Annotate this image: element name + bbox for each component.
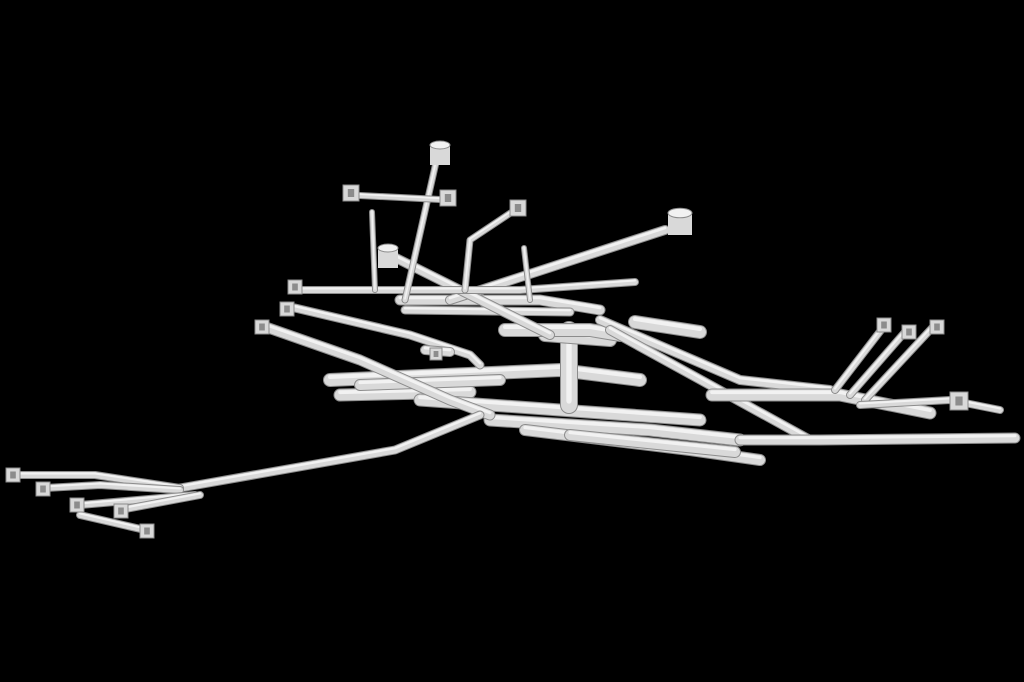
branch-w-4-highlight	[119, 492, 201, 510]
haulage-e	[735, 433, 1020, 445]
gallery-lower-2	[484, 414, 746, 446]
decline-e	[596, 316, 834, 394]
shaft-heads	[5, 140, 969, 539]
spur-top-2-highlight	[464, 207, 516, 290]
branch-w-2	[42, 482, 183, 493]
stub-2-highlight	[633, 317, 702, 331]
node-top-right	[509, 199, 527, 217]
node-left-3	[254, 319, 270, 335]
spur-ne-2-highlight	[849, 329, 906, 395]
haulage-w	[176, 411, 484, 492]
decline-w	[291, 304, 484, 369]
gallery-mid-2-highlight	[358, 375, 502, 385]
node-w-2	[35, 481, 51, 497]
decline-w2	[255, 320, 495, 420]
gallery-mid-1-highlight	[338, 387, 472, 395]
spur-ne-3	[862, 325, 935, 403]
node-left-2	[279, 301, 295, 317]
shaft-head-ne	[667, 207, 693, 235]
node-center-stub	[429, 347, 443, 361]
branch-w-5	[77, 512, 148, 533]
haulage-w-highlight	[178, 412, 482, 488]
gallery-mid-1	[334, 386, 476, 401]
spur-top	[347, 192, 453, 203]
vent-raise-2-highlight	[523, 246, 531, 300]
haulage-e2	[706, 389, 936, 419]
node-w-3	[69, 497, 85, 513]
spur-ne-1-highlight	[834, 322, 886, 390]
node-ne-2	[901, 324, 917, 340]
branch-w-3-highlight	[79, 492, 196, 505]
node-top-left	[342, 184, 360, 202]
decline-n	[386, 251, 554, 339]
node-w-4	[113, 503, 129, 519]
decline-w-highlight	[293, 305, 482, 365]
upper-deck-2	[401, 306, 574, 316]
node-w-1	[5, 467, 21, 483]
branch-w-5-highlight	[79, 512, 146, 530]
shaft-head-north	[429, 140, 451, 165]
decline-se	[606, 326, 814, 444]
gallery-lower-2-highlight	[488, 415, 742, 440]
haulage-e-highlight	[738, 434, 1017, 440]
spur-ne-3-highlight	[864, 325, 933, 400]
branch-w-2-highlight	[44, 482, 181, 490]
gallery-lower-4	[565, 430, 740, 457]
tunnel-network	[11, 154, 1021, 534]
decline-se-highlight	[608, 326, 812, 440]
decline-e-highlight	[598, 316, 832, 390]
node-left-1	[287, 279, 303, 295]
shaft-head-nw	[377, 243, 399, 268]
vent-raise-1-highlight	[404, 155, 438, 300]
spur-top-highlight	[349, 192, 451, 200]
gallery-lower-4-highlight	[568, 430, 737, 452]
vent-raise-3-highlight	[371, 210, 376, 290]
branch-w-4	[117, 492, 203, 513]
stub-2	[629, 316, 706, 338]
gallery-mid-2	[355, 375, 505, 390]
decline-w2-highlight	[258, 321, 492, 415]
node-w-5	[139, 523, 155, 539]
node-top-mid	[439, 189, 457, 207]
branch-w-1-highlight	[14, 472, 181, 488]
node-ne-1	[876, 317, 892, 333]
node-east	[949, 391, 969, 411]
node-ne-3	[929, 319, 945, 335]
branch-w-1	[12, 472, 183, 491]
